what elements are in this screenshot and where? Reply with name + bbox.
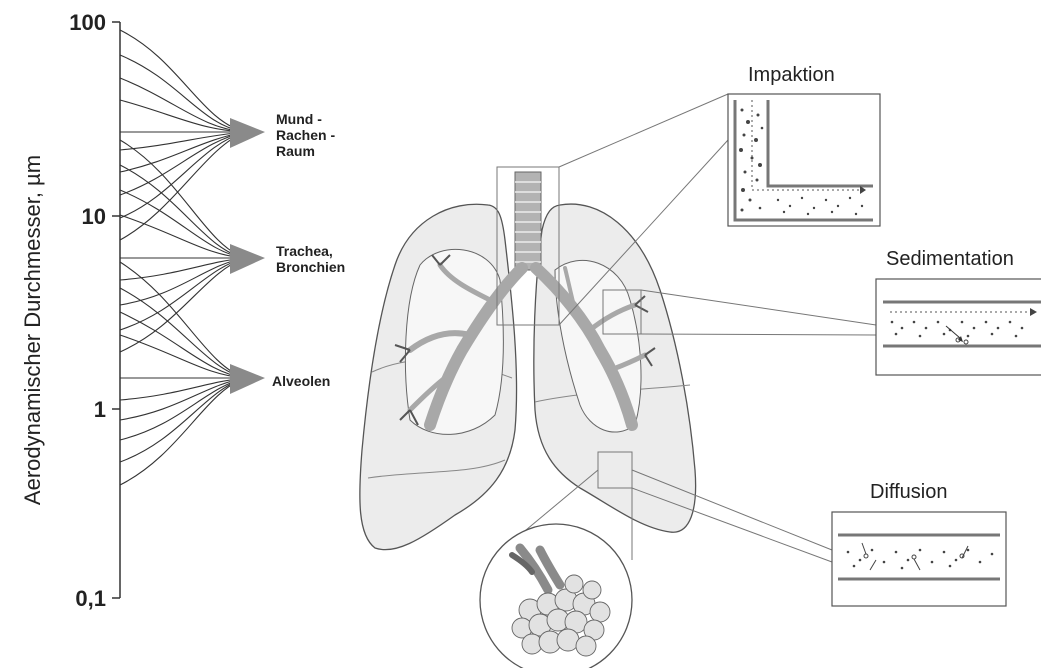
region-label-alveoli: Alveolen — [272, 373, 330, 389]
arrow-trachea — [230, 244, 265, 274]
impaction-panel: Impaktion — [728, 64, 880, 226]
sedimentation-title: Sedimentation — [886, 248, 1014, 270]
diffusion-panel: Diffusion — [832, 481, 1006, 606]
region-label-trachea: Trachea, Bronchien — [276, 243, 345, 275]
diffusion-title: Diffusion — [870, 481, 947, 503]
region-label-mouth: Mund - Rachen - Raum — [276, 111, 339, 159]
region-arrows — [230, 118, 265, 394]
y-tick-0-1: 0,1 — [75, 586, 106, 611]
y-tick-10: 10 — [82, 204, 106, 229]
y-axis-title: Aerodynamischer Durchmesser, µm — [20, 155, 45, 505]
y-axis: 100 10 1 0,1 Aerodynamischer Durchmesser… — [20, 10, 120, 611]
deposition-curves — [120, 30, 245, 485]
arrow-alveoli — [230, 364, 265, 394]
y-tick-1: 1 — [94, 397, 106, 422]
trachea — [515, 172, 541, 270]
impaction-title: Impaktion — [748, 64, 835, 86]
lungs-illustration — [360, 167, 696, 550]
y-tick-100: 100 — [69, 10, 106, 35]
sedimentation-panel: Sedimentation — [876, 248, 1041, 375]
alveoli-magnifier — [480, 524, 632, 668]
arrow-mouth — [230, 118, 265, 148]
